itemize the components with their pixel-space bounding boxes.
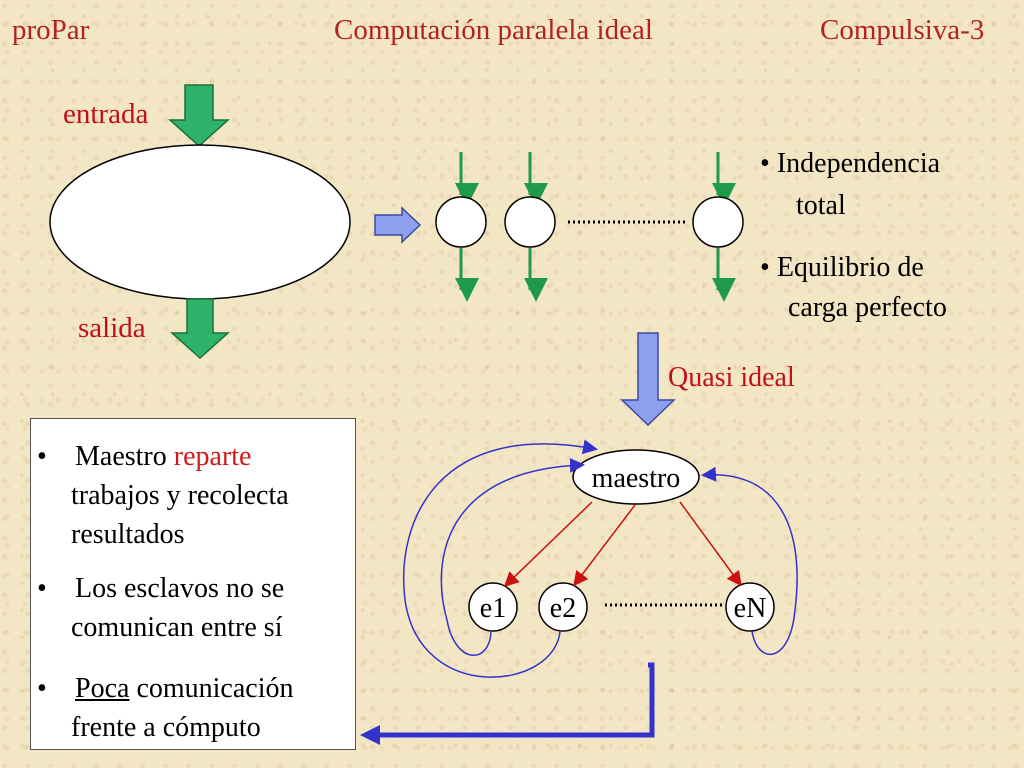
bullet-independence: • Independencia	[760, 150, 940, 178]
summary-item-2-lead: Los esclavos no se	[75, 573, 285, 604]
summary-item-3-underlined: Poca	[75, 673, 130, 704]
quasi-ideal-label: Quasi ideal	[668, 362, 795, 393]
bullet-dot: •	[760, 252, 770, 283]
dispatch-arrow-en	[679, 501, 742, 587]
return-loop-e2	[402, 439, 598, 678]
summary-item-3-lead: comunicación	[129, 673, 294, 704]
summary-item-2-line2: comunican entre sí	[71, 612, 283, 643]
conclusion-arrow	[360, 662, 655, 745]
input-label: entrada	[63, 98, 149, 130]
bullet-balance-cont: carga perfecto	[788, 292, 947, 323]
bullet-independence-line1: Independencia	[776, 148, 941, 179]
input-arrow	[168, 84, 230, 148]
dispatch-arrow-e1	[503, 501, 593, 588]
summary-item-3-line2: frente a cómputo	[71, 712, 261, 743]
summary-box: • Maestro reparte trabajos y recolecta r…	[30, 418, 356, 750]
parallel-process-n	[692, 152, 744, 302]
bullet-balance-line1: Equilibrio de	[776, 252, 924, 283]
slave-node-en	[725, 582, 775, 632]
summary-item-1-lead: Maestro	[75, 441, 174, 472]
bullet-dot: •	[760, 148, 770, 179]
slave-node-e2	[538, 582, 588, 632]
bullet-dot: •	[37, 441, 47, 472]
return-loop-en	[701, 466, 798, 656]
output-label: salida	[78, 312, 146, 344]
master-label: maestro	[592, 463, 681, 494]
summary-item-1-highlight: reparte	[173, 441, 252, 472]
return-loop-e1	[440, 457, 585, 656]
task-ellipse	[49, 144, 351, 300]
slave-label-e1: e1	[480, 593, 506, 624]
slave-node-e1	[468, 582, 518, 632]
bullet-dot: •	[37, 673, 47, 704]
summary-item-1-line3: resultados	[71, 519, 185, 550]
parallel-process-1	[435, 152, 487, 302]
header-right: Compulsiva-3	[820, 14, 985, 46]
output-arrow	[170, 298, 230, 360]
bullet-balance: • Equilibrio de	[760, 254, 924, 282]
slave-label-e2: e2	[550, 593, 576, 624]
bullet-dot: •	[37, 573, 47, 604]
parallel-process-2	[504, 152, 556, 302]
header-left: proPar	[12, 14, 90, 46]
transform-arrow	[374, 206, 422, 244]
slave-label-en: eN	[734, 593, 767, 624]
quasi-ideal-arrow	[620, 332, 676, 427]
summary-item-1-line2: trabajos y recolecta	[71, 480, 289, 511]
master-node	[572, 449, 700, 505]
bullet-independence-cont: total	[796, 190, 846, 221]
dispatch-arrow-e2	[573, 504, 636, 587]
page-title: Computación paralela ideal	[334, 14, 653, 46]
